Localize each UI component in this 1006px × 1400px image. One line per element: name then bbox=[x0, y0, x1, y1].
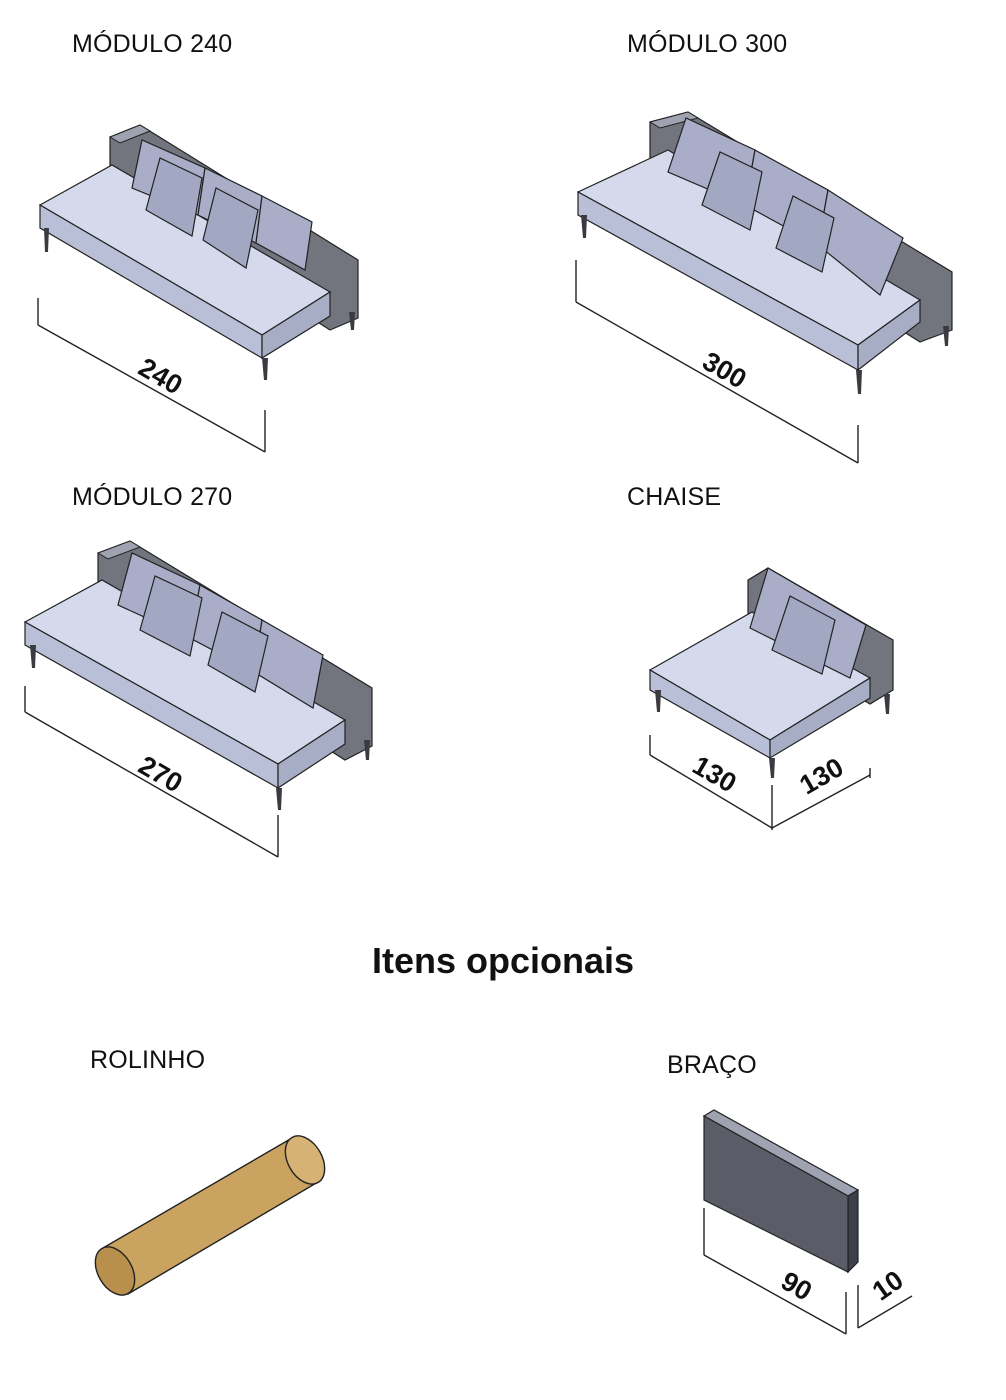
dimension-270: 270 bbox=[133, 750, 187, 799]
module-270-label: MÓDULO 270 bbox=[72, 483, 233, 511]
sofa-module-270: 270 bbox=[23, 540, 373, 858]
sofa-cushion bbox=[202, 187, 259, 269]
sofa-cushion bbox=[775, 195, 835, 273]
roll-cushion bbox=[94, 1135, 326, 1296]
dimension-chaise-depth: 130 bbox=[687, 750, 741, 799]
sofa-module-240: 240 bbox=[37, 124, 359, 453]
rolinho-label: ROLINHO bbox=[90, 1046, 206, 1074]
dimension-chaise-width: 130 bbox=[794, 752, 848, 801]
dimension-line bbox=[24, 686, 279, 858]
chaise-module: 130 130 bbox=[648, 567, 894, 830]
braco-label: BRAÇO bbox=[667, 1051, 757, 1079]
dimension-line bbox=[703, 1208, 913, 1335]
optional-items-title: Itens opcionais bbox=[371, 940, 635, 981]
dimension-arm-length: 90 bbox=[776, 1266, 817, 1307]
module-300-label: MÓDULO 300 bbox=[627, 30, 788, 58]
dimension-line bbox=[649, 735, 871, 830]
dimension-240: 240 bbox=[133, 352, 187, 401]
sofa-cushion bbox=[207, 611, 269, 693]
sofa-cushion bbox=[139, 575, 203, 657]
dimension-line bbox=[37, 298, 266, 453]
arm-panel: 90 10 bbox=[702, 1109, 913, 1335]
sofa-cushion bbox=[145, 157, 203, 237]
sofa-cushion bbox=[701, 151, 763, 231]
dimension-arm-thickness: 10 bbox=[867, 1265, 909, 1307]
sofa-module-300: 300 bbox=[575, 111, 953, 464]
dimension-line bbox=[575, 260, 859, 464]
sofa-cushion bbox=[771, 595, 836, 675]
dimension-300: 300 bbox=[697, 346, 751, 395]
chaise-label: CHAISE bbox=[627, 483, 722, 511]
module-240-label: MÓDULO 240 bbox=[72, 30, 233, 58]
